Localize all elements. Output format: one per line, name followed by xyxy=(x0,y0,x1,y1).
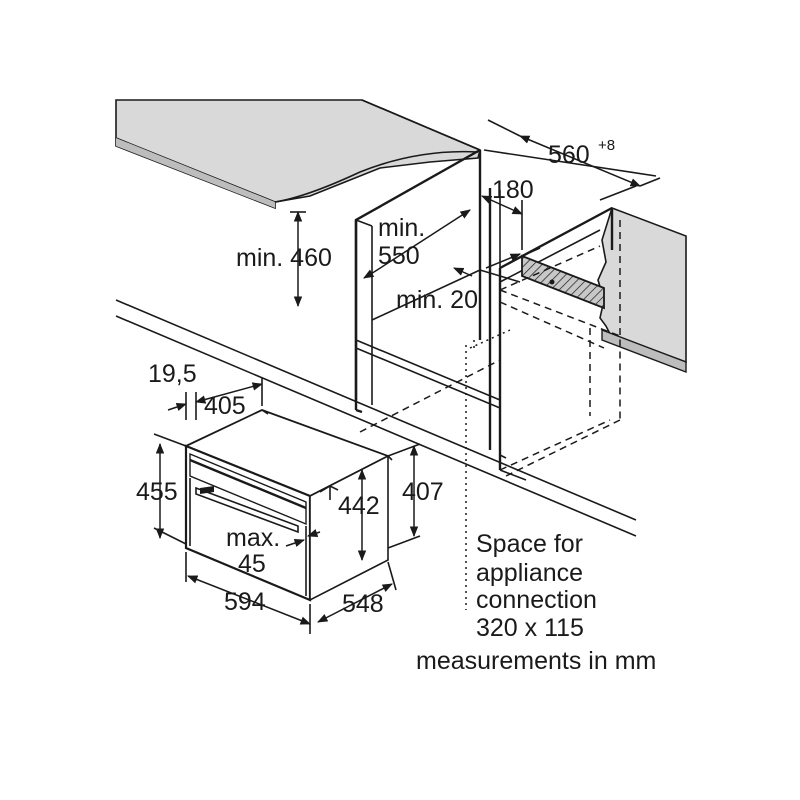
dim-594: 594 xyxy=(224,588,266,616)
connection-niche xyxy=(521,247,605,310)
dim-max-45-line2: 45 xyxy=(238,550,266,578)
dim-min-550-line2: 550 xyxy=(378,242,420,270)
dim-min-20: min. 20 xyxy=(396,286,478,314)
units-note: measurements in mm xyxy=(416,647,656,675)
dim-min-460: min. 460 xyxy=(236,244,332,272)
space-note-line3: connection xyxy=(476,586,597,614)
dim-405: 405 xyxy=(204,392,246,420)
dim-min-550-line1: min. xyxy=(378,214,425,242)
dimension-lines xyxy=(153,119,661,634)
space-note-line1: Space for xyxy=(476,530,583,558)
niche-leader xyxy=(465,329,511,610)
space-note-line4: 320 x 115 xyxy=(476,614,584,642)
hidden-lines xyxy=(359,220,621,477)
dim-max-45-line1: max. xyxy=(226,524,280,552)
dim-548: 548 xyxy=(342,590,384,618)
dim-560: 560 xyxy=(548,141,590,169)
dimension-labels: 560 +8 180 min. 460 min. 550 min. 20 19,… xyxy=(136,137,615,618)
left-worktop xyxy=(115,99,481,210)
dim-19-5: 19,5 xyxy=(148,360,197,388)
dim-180: 180 xyxy=(492,176,534,204)
oven-appliance xyxy=(183,409,393,602)
space-note-line2: appliance xyxy=(476,559,583,587)
notes: Space for appliance connection 320 x 115… xyxy=(416,530,656,675)
dim-560-tolerance: +8 xyxy=(598,137,615,154)
dim-455: 455 xyxy=(136,478,178,506)
dim-442: 442 xyxy=(338,492,380,520)
dim-407: 407 xyxy=(402,478,444,506)
